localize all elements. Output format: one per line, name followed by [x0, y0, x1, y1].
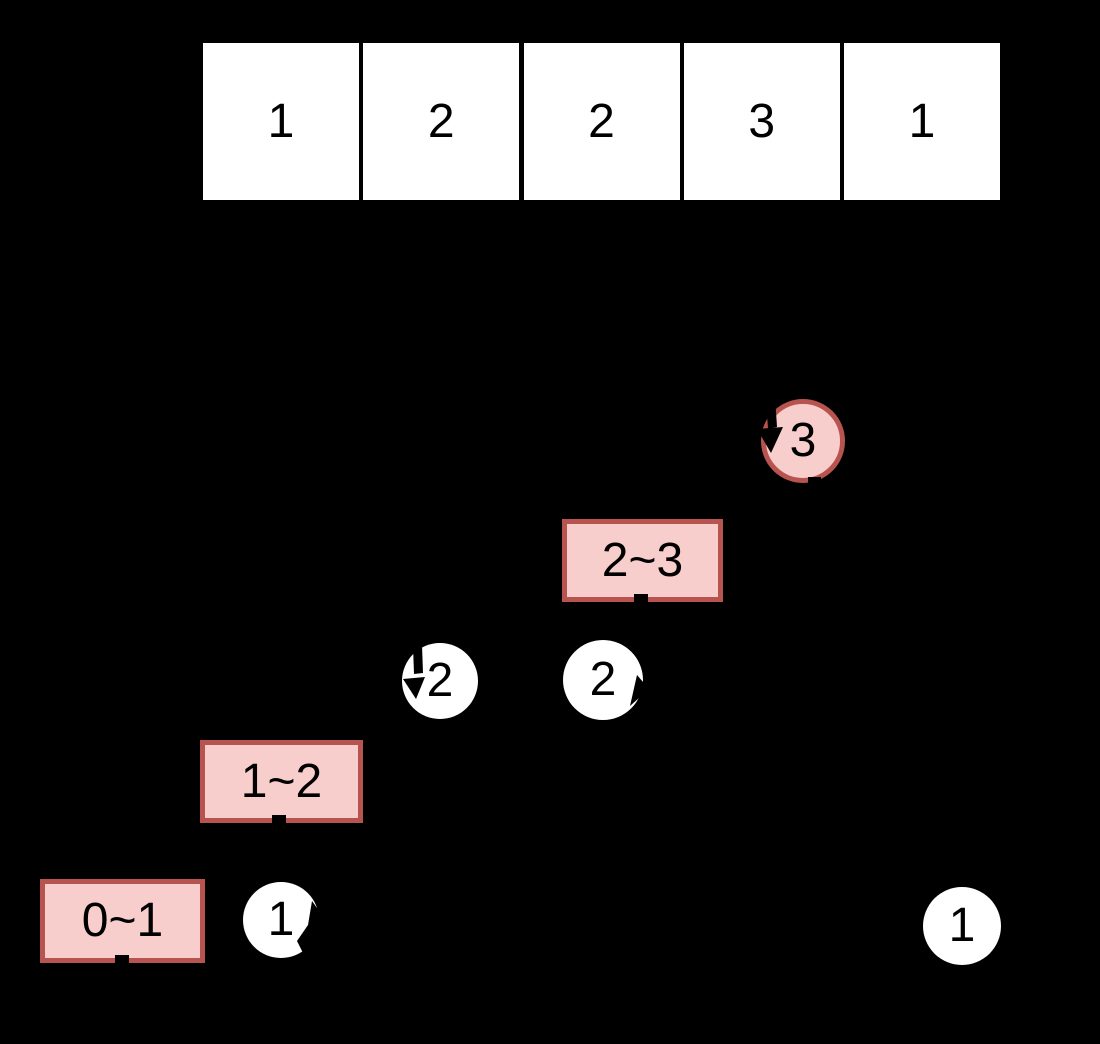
array-cell: 2: [363, 43, 520, 200]
range-label: 2~3: [601, 533, 684, 587]
stack-node-value: 2: [426, 654, 454, 707]
array-cell: 3: [683, 43, 840, 200]
range-box-1-2: 1~2: [200, 740, 363, 823]
range-box-0-1: 0~1: [40, 879, 205, 963]
stack-node-value: 3: [789, 414, 817, 467]
stack-node-3: 3: [761, 399, 845, 483]
array-cell: 2: [523, 43, 680, 200]
range-label: 0~1: [81, 894, 164, 947]
stack-node-value: 1: [948, 899, 976, 952]
range-label: 1~2: [240, 754, 323, 808]
stack-node-2-left: 2: [402, 643, 478, 719]
stack-node-value: 2: [589, 653, 617, 706]
input-array: 1 2 2 3 1: [203, 43, 1000, 200]
stack-node-1-left: 1: [243, 882, 319, 958]
stack-node-value: 1: [267, 893, 295, 946]
range-box-2-3: 2~3: [562, 519, 723, 602]
stack-node-1-right: 1: [923, 887, 1001, 965]
array-cell: 1: [203, 43, 359, 200]
stack-node-2-right: 2: [563, 640, 643, 720]
array-cell: 1: [844, 43, 1000, 200]
